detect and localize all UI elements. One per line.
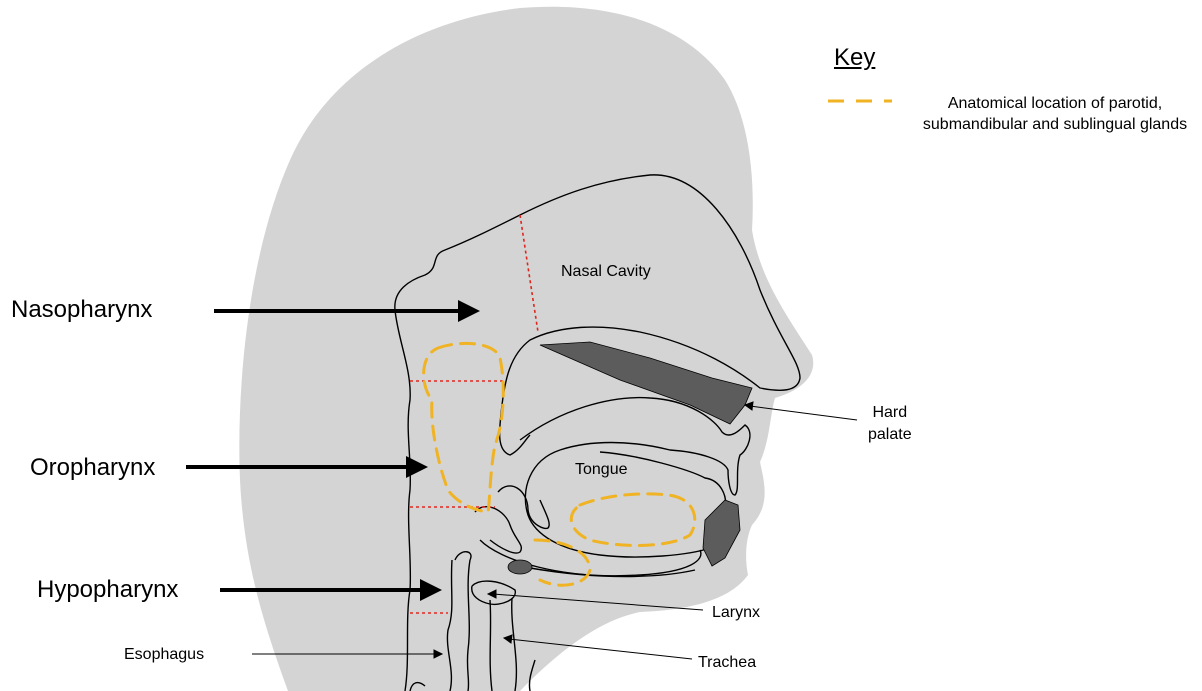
hypopharynx-label: Hypopharynx <box>37 576 178 604</box>
larynx-label: Larynx <box>712 604 760 622</box>
key-title: Key <box>834 44 875 72</box>
tongue-label: Tongue <box>575 461 628 479</box>
hard-palate-label: Hard palate <box>868 402 912 446</box>
nasal-cavity-label: Nasal Cavity <box>561 263 651 281</box>
oropharynx-label: Oropharynx <box>30 454 155 482</box>
trachea-label: Trachea <box>698 654 756 672</box>
key-gland-entry: Anatomical location of parotid, submandi… <box>910 93 1200 135</box>
hyoid-shape <box>508 560 532 574</box>
nasopharynx-label: Nasopharynx <box>11 296 152 324</box>
esophagus-label: Esophagus <box>124 646 204 664</box>
